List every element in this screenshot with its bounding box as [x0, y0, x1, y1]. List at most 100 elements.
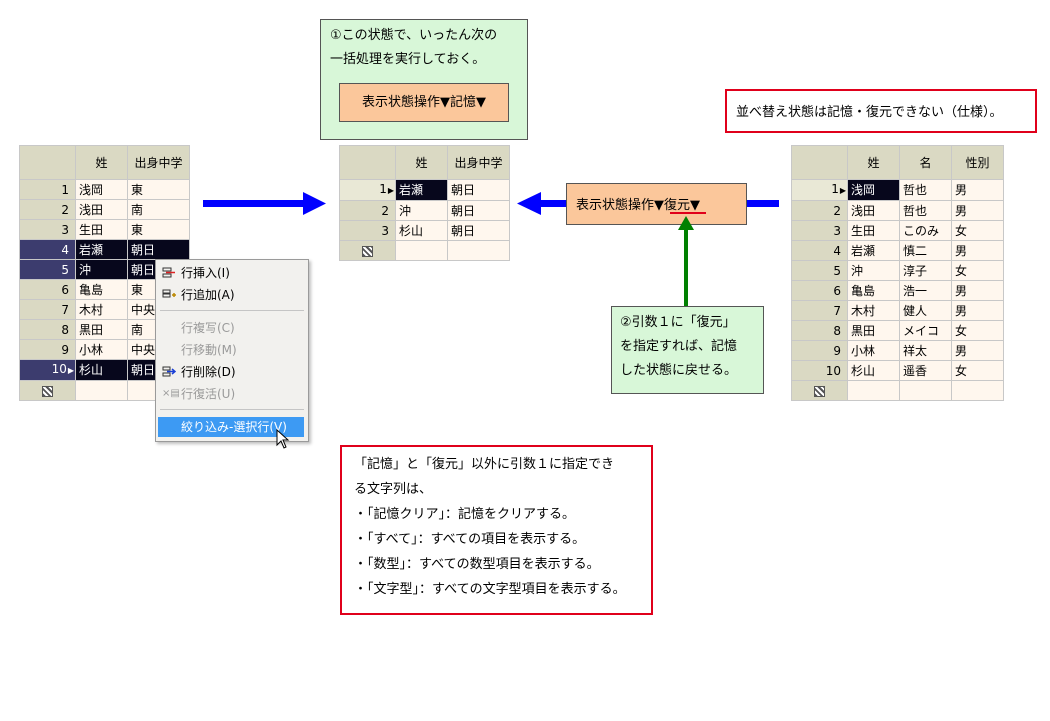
cell-chugaku[interactable]: 朝日 [447, 220, 510, 241]
row-header[interactable]: 1 [19, 179, 76, 200]
cell-seibetsu[interactable]: 男 [951, 280, 1004, 301]
cell-empty[interactable] [447, 240, 510, 261]
cell-mei[interactable]: メイコ [899, 320, 952, 341]
grid-corner[interactable] [19, 145, 76, 180]
cell-mei[interactable]: このみ [899, 220, 952, 241]
cell-mei[interactable]: 淳子 [899, 260, 952, 281]
cell-mei[interactable]: 浩一 [899, 280, 952, 301]
row-header[interactable]: 10▶ [19, 359, 76, 381]
cell-empty[interactable] [899, 380, 952, 401]
table-row[interactable]: 1▶浅岡哲也男 [791, 179, 1004, 201]
row-header[interactable]: 8 [19, 319, 76, 340]
cell-sei[interactable]: 生田 [847, 220, 900, 241]
row-header[interactable]: 1▶ [339, 179, 396, 201]
row-header[interactable]: 8 [791, 320, 848, 341]
cell-sei[interactable]: 木村 [847, 300, 900, 321]
cell-chugaku[interactable]: 東 [127, 179, 190, 200]
table-row[interactable]: 1▶岩瀬朝日 [339, 179, 510, 201]
row-header[interactable]: 3 [339, 220, 396, 241]
cell-sei[interactable]: 亀島 [75, 279, 128, 300]
cell-sei[interactable]: 杉山 [395, 220, 448, 241]
cell-sei[interactable]: 岩瀬 [395, 179, 448, 201]
restore-state-button[interactable]: 表示状態操作▼復元▼ [566, 183, 747, 225]
row-header[interactable]: 4 [791, 240, 848, 261]
row-header[interactable]: 2 [339, 200, 396, 221]
cell-sei[interactable]: 黒田 [847, 320, 900, 341]
cell-sei[interactable]: 木村 [75, 299, 128, 320]
menu-item-insert-row[interactable]: 行挿入(I) [156, 263, 308, 283]
new-row-header[interactable] [791, 380, 848, 401]
cell-seibetsu[interactable]: 女 [951, 260, 1004, 281]
new-row-header[interactable] [19, 380, 76, 401]
row-header[interactable]: 6 [19, 279, 76, 300]
cell-mei[interactable]: 健人 [899, 300, 952, 321]
row-header[interactable]: 9 [791, 340, 848, 361]
row-header[interactable]: 9 [19, 339, 76, 360]
row-header[interactable]: 4 [19, 239, 76, 260]
cell-sei[interactable]: 岩瀬 [75, 239, 128, 260]
row-header[interactable]: 3 [19, 219, 76, 240]
column-header-chugaku[interactable]: 出身中学 [447, 145, 510, 180]
cell-sei[interactable]: 生田 [75, 219, 128, 240]
menu-item-add-row[interactable]: 行追加(A) [156, 285, 308, 305]
cell-chugaku[interactable]: 南 [127, 199, 190, 220]
cell-sei[interactable]: 浅岡 [847, 179, 900, 201]
cell-sei[interactable]: 亀島 [847, 280, 900, 301]
cell-sei[interactable]: 浅田 [75, 199, 128, 220]
column-header-chugaku[interactable]: 出身中学 [127, 145, 190, 180]
row-header[interactable]: 5 [791, 260, 848, 281]
row-header[interactable]: 10 [791, 360, 848, 381]
cell-chugaku[interactable]: 朝日 [127, 239, 190, 260]
cell-sei[interactable]: 岩瀬 [847, 240, 900, 261]
cell-empty[interactable] [847, 380, 900, 401]
row-header[interactable]: 7 [791, 300, 848, 321]
cell-seibetsu[interactable]: 男 [951, 240, 1004, 261]
cell-seibetsu[interactable]: 男 [951, 340, 1004, 361]
cell-sei[interactable]: 杉山 [847, 360, 900, 381]
cell-seibetsu[interactable]: 男 [951, 179, 1004, 201]
row-header[interactable]: 7 [19, 299, 76, 320]
cell-sei[interactable]: 小林 [847, 340, 900, 361]
cell-chugaku[interactable]: 朝日 [447, 200, 510, 221]
cell-sei[interactable]: 沖 [395, 200, 448, 221]
cell-sei[interactable]: 黒田 [75, 319, 128, 340]
cell-seibetsu[interactable]: 女 [951, 220, 1004, 241]
column-header-sei[interactable]: 姓 [395, 145, 448, 180]
grid-corner[interactable] [339, 145, 396, 180]
row-header[interactable]: 2 [791, 200, 848, 221]
cell-chugaku[interactable]: 朝日 [447, 179, 510, 201]
cell-mei[interactable]: 慎二 [899, 240, 952, 261]
cell-mei[interactable]: 遥香 [899, 360, 952, 381]
column-header-sei[interactable]: 姓 [847, 145, 900, 180]
cell-empty[interactable] [395, 240, 448, 261]
new-row[interactable] [791, 380, 1004, 401]
cell-sei[interactable]: 杉山 [75, 359, 128, 381]
row-header[interactable]: 6 [791, 280, 848, 301]
menu-item-delete-row[interactable]: 行削除(D) [156, 362, 308, 382]
cell-sei[interactable]: 小林 [75, 339, 128, 360]
cell-sei[interactable]: 浅田 [847, 200, 900, 221]
cell-chugaku[interactable]: 東 [127, 219, 190, 240]
menu-item-restore-row[interactable]: ×▤ 行復活(U) [162, 387, 236, 401]
row-header[interactable]: 3 [791, 220, 848, 241]
menu-item-filter-selected[interactable]: 絞り込み-選択行(V) [158, 417, 304, 437]
row-header[interactable]: 5 [19, 259, 76, 280]
cell-seibetsu[interactable]: 男 [951, 200, 1004, 221]
cell-sei[interactable]: 沖 [847, 260, 900, 281]
store-state-button[interactable]: 表示状態操作▼記憶▼ [339, 83, 509, 122]
